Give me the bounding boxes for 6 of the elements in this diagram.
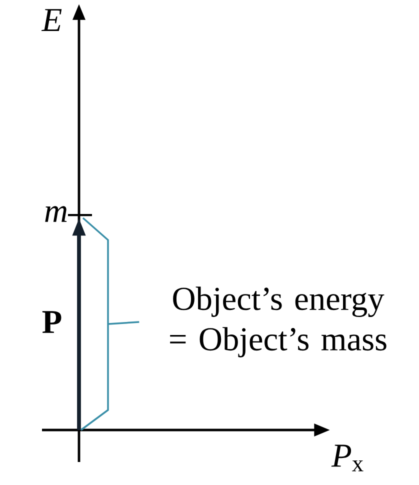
callout-text: Object’s energy = Object’s mass: [170, 286, 386, 358]
bracket: [80, 217, 109, 431]
axis-label: E: [41, 9, 62, 31]
leader-line: [108, 321, 140, 325]
axis-label: P$_{x}$: [331, 444, 364, 472]
tick-label: m: [45, 206, 67, 222]
